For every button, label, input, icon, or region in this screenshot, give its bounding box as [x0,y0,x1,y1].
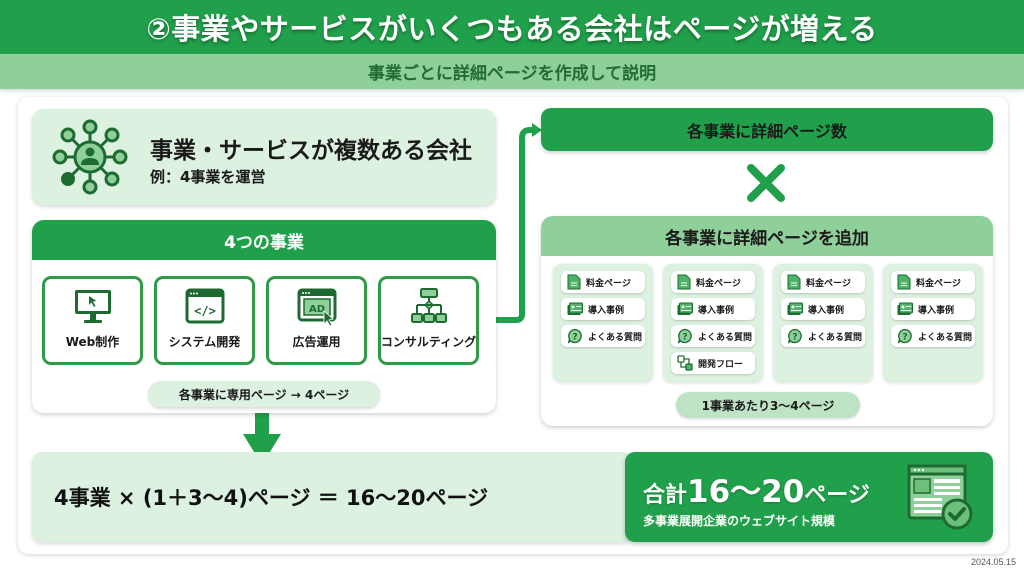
company-title: 事業・サービスが複数ある会社 [150,138,472,164]
svg-text:</>: </> [194,304,216,318]
detail-pages-note: 1事業あたり3〜4ページ [676,392,860,418]
svg-text:AD: AD [308,304,324,315]
total-prefix: 合計 [643,483,688,508]
business-label: Web制作 [65,335,120,349]
detail-page-label: よくある質問 [918,332,973,343]
businesses-panel: 4つの事業 Web制作 </> システム開発 AD 広告運用 [32,220,496,413]
business-label: コンサルティング [380,335,477,349]
question-bubble-icon: ? [787,328,803,344]
business-card-ads: AD 広告運用 [266,276,367,365]
detail-page-chip: ? よくある質問 [561,325,645,347]
detail-page-chip: 開発フロー [671,352,755,374]
detail-pages-panel: 各事業に詳細ページを追加 料金ページ導入事例?よくある質問料金ページ導入事例?よ… [541,216,993,426]
businesses-heading: 4つの事業 [32,220,496,260]
detail-page-chip: 料金ページ [671,271,755,293]
total-range: 16〜20 [687,474,805,510]
multiply-icon [747,164,785,202]
business-card-system: </> システム開発 [154,276,255,365]
flowchart-icon [410,288,447,323]
detail-page-label: 開発フロー [698,359,744,370]
svg-text:?: ? [682,333,687,343]
document-icon [897,274,911,290]
detail-column: 料金ページ導入事例? よくある質問開発フロー [663,264,763,382]
detail-page-chip: 導入事例 [781,298,865,320]
page-subtitle: 事業ごとに詳細ページを作成して説明 [367,64,657,84]
detail-page-chip: ? よくある質問 [891,325,975,347]
company-box: 事業・サービスが複数ある会社 例：4事業を運営 [32,109,496,205]
detail-page-label: 導入事例 [808,305,845,316]
code-window-icon: </> [185,288,224,324]
monitor-cursor-icon [74,290,111,323]
svg-text:?: ? [792,333,797,343]
business-label: システム開発 [168,335,241,349]
svg-text:?: ? [572,333,577,343]
business-label: 広告運用 [292,335,341,349]
total-box: 合計16〜20ページ 多事業展開企業のウェブサイト規模 [625,452,993,542]
detail-page-chip: 導入事例 [891,298,975,320]
subheader-bar: 事業ごとに詳細ページを作成して説明 [0,54,1024,89]
case-card-icon [787,302,803,316]
detail-page-label: よくある質問 [588,332,643,343]
total-subtitle: 多事業展開企業のウェブサイト規模 [643,514,836,528]
question-bubble-icon: ? [897,328,913,344]
date-stamp: 2024.05.15 [970,557,1016,567]
detail-page-chip: 料金ページ [781,271,865,293]
businesses-note: 各事業に専用ページ → 4ページ [148,381,380,407]
detail-page-label: 料金ページ [806,278,851,289]
detail-page-chip: 料金ページ [891,271,975,293]
question-bubble-icon: ? [567,328,583,344]
total-title: 合計16〜20ページ [643,466,870,511]
question-bubble-icon: ? [677,328,693,344]
formula-text: 4事業 × (1＋3〜4)ページ ＝ 16〜20ページ [54,486,489,510]
svg-text:?: ? [902,333,907,343]
case-card-icon [897,302,913,316]
document-icon [787,274,801,290]
flow-icon [677,355,693,371]
header-bar: ②事業やサービスがいくつもある会社はページが増える [0,0,1024,54]
detail-page-chip: 導入事例 [561,298,645,320]
company-example: 例：4事業を運営 [150,168,266,186]
detail-page-label: 料金ページ [586,278,631,289]
business-card-consulting: コンサルティング [378,276,479,365]
detail-page-label: 導入事例 [588,305,625,316]
detail-column: 料金ページ導入事例? よくある質問 [773,264,873,382]
detail-page-chip: 料金ページ [561,271,645,293]
total-suffix: ページ [804,483,870,508]
detail-page-label: よくある質問 [808,332,863,343]
business-card-web: Web制作 [42,276,143,365]
detail-column: 料金ページ導入事例? よくある質問 [553,264,653,382]
case-card-icon [567,302,583,316]
detail-count-box: 各事業に詳細ページ数 [541,108,993,151]
detail-page-label: 料金ページ [696,278,741,289]
detail-page-label: よくある質問 [698,332,753,343]
document-icon [567,274,581,290]
detail-page-label: 導入事例 [918,305,955,316]
detail-page-chip: ? よくある質問 [781,325,865,347]
detail-page-chip: 導入事例 [671,298,755,320]
detail-pages-heading: 各事業に詳細ページを追加 [541,216,993,256]
website-check-icon [907,464,973,530]
detail-page-label: 料金ページ [916,278,961,289]
formula-box: 4事業 × (1＋3〜4)ページ ＝ 16〜20ページ [32,452,632,542]
case-card-icon [677,302,693,316]
detail-page-label: 導入事例 [698,305,735,316]
document-icon [677,274,691,290]
detail-page-chip: ? よくある質問 [671,325,755,347]
ad-window-icon: AD [297,288,336,327]
network-hub-person-icon [52,119,128,195]
detail-column: 料金ページ導入事例? よくある質問 [883,264,983,382]
page-title: ②事業やサービスがいくつもある会社はページが増える [146,12,878,46]
